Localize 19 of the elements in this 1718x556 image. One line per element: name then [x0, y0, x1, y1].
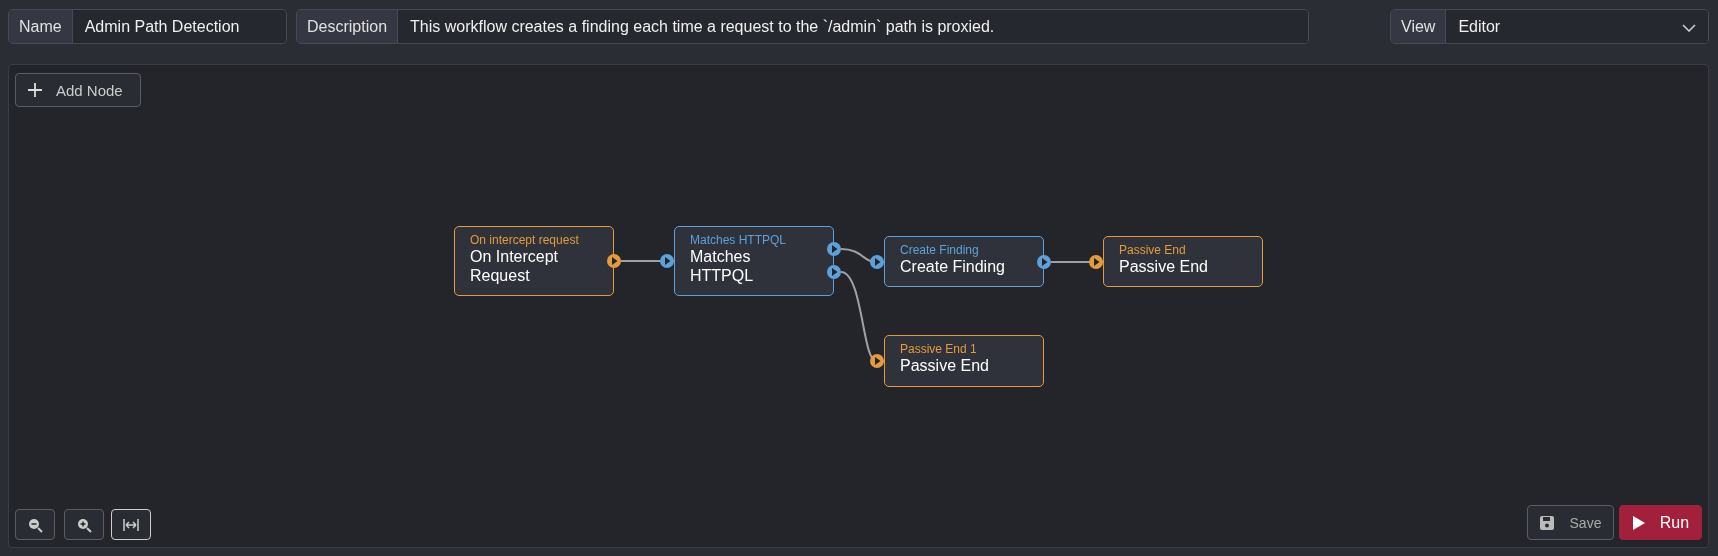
node-title: Passive End — [900, 356, 990, 375]
node-type-label: On intercept request — [470, 233, 580, 247]
connector — [1050, 255, 1104, 269]
node-type-label: Passive End — [1119, 243, 1187, 257]
node-title: Create Finding — [900, 257, 1006, 276]
save-button: Save — [1527, 505, 1614, 540]
node-type-label: Passive End 1 — [900, 342, 978, 356]
connector — [840, 271, 885, 368]
node-title: Passive End — [1119, 257, 1209, 276]
node-title: On Intercept Request — [470, 247, 560, 285]
connector — [840, 248, 885, 269]
run-button: Run — [1619, 505, 1702, 540]
add-node-button: Add Node — [15, 73, 141, 107]
connector — [620, 254, 675, 268]
node-title: Matches HTTPQL — [690, 247, 755, 285]
node-type-label: Matches HTTPQL — [690, 233, 788, 247]
end-node — [884, 335, 1044, 387]
node-type-label: Create Finding — [900, 243, 980, 257]
end-node — [1103, 236, 1263, 287]
